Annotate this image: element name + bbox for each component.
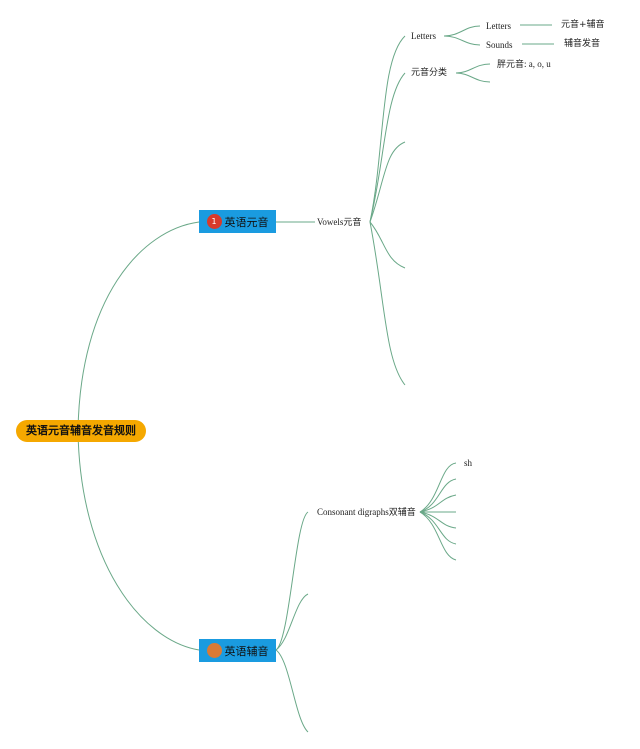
topic-letters-item-1-label: Letters bbox=[486, 21, 511, 31]
topic-classification-item-1-label: 胖元音: a, o, u bbox=[497, 59, 551, 69]
progress-icon bbox=[206, 643, 222, 658]
topic-classification-item-1[interactable]: 胖元音: a, o, u bbox=[497, 58, 551, 70]
link-digraph-5 bbox=[419, 511, 457, 529]
link-fan-5 bbox=[369, 221, 406, 386]
priority-1-icon bbox=[206, 214, 222, 229]
link-root-vowels bbox=[77, 221, 200, 432]
branch-vowels[interactable]: 英语元音 bbox=[199, 210, 276, 233]
topic-letters-item-2[interactable]: Sounds bbox=[486, 39, 513, 51]
topic-consonant-digraphs-label: Consonant digraphs双辅音 bbox=[317, 507, 416, 517]
link-consonants-child bbox=[275, 511, 309, 651]
topic-letters[interactable]: Letters bbox=[411, 30, 436, 42]
topic-vowels[interactable]: Vowels元音 bbox=[317, 216, 361, 228]
branch-consonants[interactable]: 英语辅音 bbox=[199, 639, 276, 662]
topic-digraph-1-label: sh bbox=[464, 458, 473, 468]
link-fan-classification bbox=[369, 72, 406, 223]
link-fan-3 bbox=[369, 141, 406, 223]
link-digraph-2 bbox=[419, 478, 457, 513]
link-fan-4 bbox=[369, 221, 406, 269]
topic-vowels-label: Vowels元音 bbox=[317, 217, 362, 227]
link-consonants-2 bbox=[275, 593, 309, 651]
link-letters-1 bbox=[443, 25, 481, 37]
link-digraph-3 bbox=[419, 494, 457, 513]
topic-letters-detail-1-label: 元音+辅音 bbox=[561, 20, 605, 30]
topic-consonant-digraphs[interactable]: Consonant digraphs双辅音 bbox=[317, 506, 416, 518]
topic-digraph-1[interactable]: sh bbox=[464, 457, 472, 469]
root-topic[interactable]: 英语元音辅音发音规则 bbox=[16, 420, 146, 442]
topic-letters-item-1[interactable]: Letters bbox=[486, 20, 511, 32]
link-letters-2 bbox=[443, 35, 481, 46]
topic-letters-detail-1[interactable]: 元音+辅音 bbox=[561, 19, 605, 31]
topic-letters-label: Letters bbox=[411, 31, 436, 41]
link-digraph-6 bbox=[419, 511, 457, 545]
link-class-2 bbox=[455, 72, 491, 83]
branch-consonants-label: 英语辅音 bbox=[224, 644, 269, 658]
topic-letters-detail-2-label: 辅音发音 bbox=[564, 39, 601, 49]
topic-letters-item-2-label: Sounds bbox=[486, 40, 513, 50]
topic-letters-detail-2[interactable]: 辅音发音 bbox=[564, 38, 600, 50]
topic-classification-label: 元音分类 bbox=[411, 68, 448, 78]
link-digraph-1 bbox=[419, 462, 457, 513]
topic-classification[interactable]: 元音分类 bbox=[411, 67, 447, 79]
link-fan-letters bbox=[369, 35, 406, 223]
link-class-1 bbox=[455, 63, 491, 74]
root-topic-label: 英语元音辅音发音规则 bbox=[26, 424, 136, 437]
branch-vowels-label: 英语元音 bbox=[224, 215, 269, 229]
link-root-consonants bbox=[77, 430, 200, 651]
link-consonants-3 bbox=[275, 649, 309, 733]
link-digraph-7 bbox=[419, 511, 457, 561]
